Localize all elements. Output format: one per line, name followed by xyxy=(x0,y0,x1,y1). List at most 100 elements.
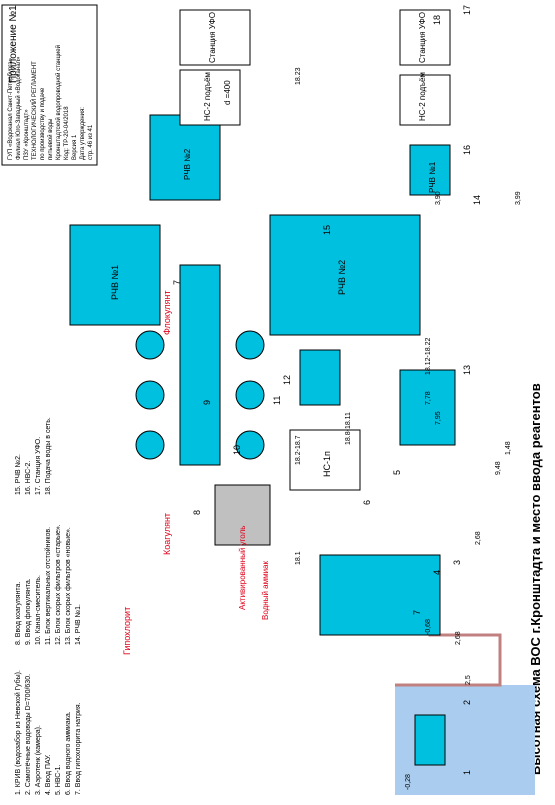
legend-item: 11. Блок вертикальных отстойников. xyxy=(44,527,52,645)
elevation-mark: 18.2-18.7 xyxy=(295,435,302,465)
number-label: 15 xyxy=(322,225,332,235)
legend-item: 10. Канал-смеситель. xyxy=(35,575,42,645)
filter-block-new xyxy=(399,369,456,446)
number-label: 10 xyxy=(232,445,242,455)
ns2-box-b xyxy=(179,69,241,126)
number-label: 12 xyxy=(282,375,292,385)
legend-item: 13. Блок скорых фильтров «новые». xyxy=(65,527,72,645)
legend-item: 8. Ввод коагулянта. xyxy=(15,582,22,645)
elevation-mark: 1,48 xyxy=(505,441,512,455)
pau-label: Активированный уголь xyxy=(238,526,247,610)
stamp-box xyxy=(1,4,98,166)
number-label: 14 xyxy=(472,195,482,205)
legend-item: 15. РЧВ №2. xyxy=(15,454,22,495)
elevation-mark: 2,5 xyxy=(465,675,472,685)
legend-item: 18. Подача воды в сеть. xyxy=(45,417,52,495)
elevation-mark: -0,28 xyxy=(405,774,412,790)
stamp-doc2: по производству и подаче xyxy=(40,87,46,160)
number-label: 17 xyxy=(462,5,472,15)
legend-item: 1. КРИВ (водозабор из Невской Губы). xyxy=(14,670,22,795)
ns1-label: НС-1п xyxy=(322,451,332,477)
rchv2a: РЧВ №2 xyxy=(337,260,347,295)
rchv1b: РЧВ №1 xyxy=(428,161,437,193)
rchv2-top xyxy=(269,214,421,336)
rchv1a: РЧВ №1 xyxy=(110,265,120,300)
ufo_a: Станция УФО xyxy=(418,12,427,63)
legend-item: 16. НВС-2. xyxy=(25,461,32,495)
stamp-code: Код: ТР-20-04/2018 xyxy=(64,106,70,160)
diagram-title: Высотная схема ВОС г.Кронштадта и место … xyxy=(528,383,543,775)
elevation-mark: 2,68 xyxy=(455,631,462,645)
stamp-org3: ПЗУ «Кронштадт» xyxy=(24,109,30,160)
legend-item: 14. РЧВ №1. xyxy=(75,604,82,645)
stamp-doc3: питьевой воды xyxy=(47,119,54,160)
number-label: 9 xyxy=(202,400,212,405)
elevation-marks: -0,28 2,5 2,68 -0,68 2,68 18.1 9,481,48 7,787,9… xyxy=(295,67,522,790)
elevation-mark: 9,48 xyxy=(495,461,502,475)
number-label: 8 xyxy=(192,510,202,515)
number-label: 2 xyxy=(462,700,472,705)
floc-label: Флокулянт xyxy=(162,291,172,335)
number-label: 6 xyxy=(362,500,372,505)
legend-item: 7. Ввод гипохлорита натрия. xyxy=(75,702,82,795)
ns1-box xyxy=(289,429,361,491)
ns2a: НС-2 подъём xyxy=(418,72,427,121)
stamp-date: Дата утверждения: xyxy=(80,107,86,160)
elevation-mark: 3,90 xyxy=(435,191,442,205)
stamp-org1: ГУП «Водоканал Санкт-Петербурга» xyxy=(8,57,14,160)
number-label: 7 xyxy=(172,280,182,285)
number-label: 7 xyxy=(412,610,422,615)
ns2-box-a xyxy=(399,74,451,126)
elevation-mark: 18.23 xyxy=(295,67,302,85)
elevation-mark: 18.1 xyxy=(295,551,302,565)
ufo-box-a xyxy=(399,9,451,66)
legend: 1. КРИВ (водозабор из Невской Губы).2. С… xyxy=(14,417,82,795)
legend-item: 2. Самотёчные водоводы D=700/630. xyxy=(25,674,32,795)
rchv2b: РЧВ №2 xyxy=(183,148,192,180)
number-label: 18 xyxy=(432,15,442,25)
gipo-label: Гипохлорит xyxy=(122,607,132,655)
elevation-mark: 2,68 xyxy=(475,531,482,545)
number-label: 1 xyxy=(462,770,472,775)
number-label: 4 xyxy=(432,570,442,575)
filter-block-old xyxy=(299,349,341,406)
elevation-mark: 7,95 xyxy=(435,411,442,425)
stamp-ver: Версия 1 xyxy=(72,134,78,160)
d400-label: d =400 xyxy=(223,80,232,105)
appendix-label: Приложение №1 xyxy=(8,5,19,83)
elevation-mark: 3,99 xyxy=(515,191,522,205)
mixer-channel xyxy=(179,264,221,466)
legend-item: 9. Ввод флокулянта. xyxy=(25,578,32,645)
stamp-doc4: Кронштадтской водопроводной станцией xyxy=(55,45,62,160)
number-label: 11 xyxy=(272,396,282,405)
elevation-mark: 7,78 xyxy=(425,391,432,405)
river-area xyxy=(395,685,535,795)
number-label: 16 xyxy=(462,145,472,155)
ufo_b: Станция УФО xyxy=(208,12,217,63)
stamp-page: стр. 46 из 41 xyxy=(88,124,94,160)
rchv1-top xyxy=(69,224,161,326)
elevation-mark: 18.8-18.11 xyxy=(345,412,352,445)
coag-label: Коагулянт xyxy=(162,513,172,555)
stamp: ГУП «Водоканал Санкт-Петербурга»Филиал Ю… xyxy=(8,45,94,160)
legend-item: 17. Станция УФО. xyxy=(35,437,42,495)
number-label: 13 xyxy=(462,365,472,375)
stamp-org2: Филиал Юго-Западный «Водоканал» xyxy=(15,56,22,160)
legend-item: 6. Ввод водного аммиака. xyxy=(65,711,72,795)
elevation-mark: 18.12-18.22 xyxy=(425,338,432,375)
legend-item: 5. НВС-1. xyxy=(55,764,62,795)
ns2b: НС-2 подъём xyxy=(203,72,212,121)
number-label: 5 xyxy=(392,470,402,475)
rchv1-small xyxy=(409,144,451,196)
elevation-mark: -0,68 xyxy=(425,619,432,635)
aerotank xyxy=(319,554,441,636)
settlers xyxy=(135,330,265,460)
legend-item: 4. Ввод ПАУ. xyxy=(45,754,52,795)
intake-chamber xyxy=(414,714,446,766)
legend-item: 12. Блок скорых фильтров «старые». xyxy=(55,524,62,645)
number-label: 3 xyxy=(452,560,462,565)
